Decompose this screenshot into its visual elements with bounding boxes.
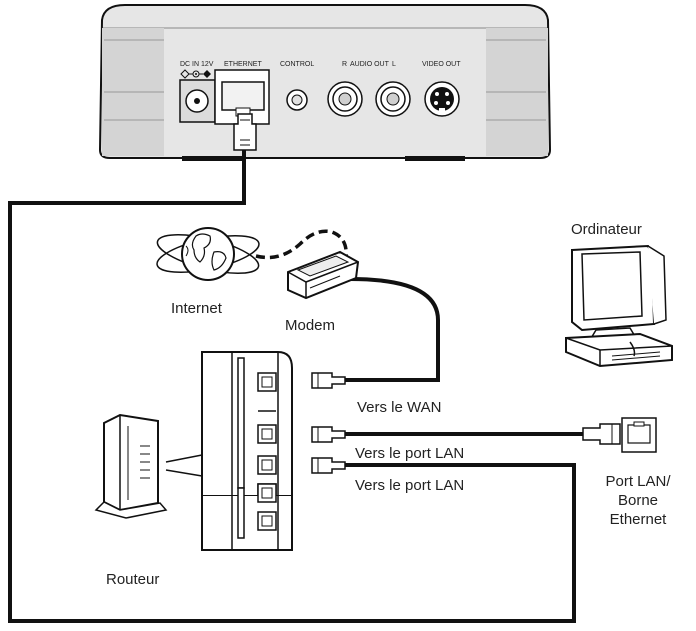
rj45-plug-computer — [582, 423, 621, 445]
router-icon — [94, 413, 168, 519]
dc-in-label: DC IN 12V — [180, 61, 214, 68]
globe-icon — [156, 227, 260, 281]
router-zoom-callout — [165, 454, 203, 477]
modem-label: Modem — [285, 317, 335, 334]
cables — [8, 150, 583, 623]
vers-port-lan-label-1: Vers le port LAN — [355, 445, 464, 462]
internet-label: Internet — [171, 300, 223, 317]
dashed-link-internet-modem — [255, 229, 348, 260]
rj45-plug-lan-1 — [311, 426, 346, 443]
control-port-label: CONTROL — [280, 61, 314, 68]
rj45-plug-lan-2 — [311, 457, 346, 474]
video-out-label: VIDEO OUT — [422, 61, 461, 68]
video-out-jack — [424, 81, 460, 117]
audio-out-label: AUDIO OUT — [350, 61, 390, 68]
port-lan-label-line3: Ethernet — [610, 511, 668, 528]
vers-port-lan-label-2: Vers le port LAN — [355, 477, 464, 494]
ethernet-port-label: ETHERNET — [224, 61, 262, 68]
cable-modem-to-router — [345, 277, 440, 382]
cable-device-to-router — [8, 150, 576, 623]
port-lan-label-line2: Borne — [618, 492, 658, 509]
dc-polarity-icon — [180, 69, 211, 79]
modem-icon — [287, 250, 360, 300]
audio-out-l-jack — [375, 81, 411, 117]
computer-icon — [565, 244, 673, 368]
router-lan-port-2 — [257, 455, 277, 475]
rj45-plug-wan — [311, 372, 346, 389]
audio-out-r-jack — [327, 81, 363, 117]
routeur-label: Routeur — [106, 571, 159, 588]
computer-lan-port — [621, 417, 657, 453]
port-lan-label-line1: Port LAN/ — [605, 473, 671, 490]
router-lan-port-1 — [257, 424, 277, 444]
ethernet-plug-device — [233, 113, 257, 151]
vers-wan-label: Vers le WAN — [357, 399, 441, 416]
dc-in-port — [179, 69, 216, 123]
router-ports-panel — [201, 351, 293, 497]
control-jack — [286, 89, 308, 111]
audio-r-label: R — [342, 61, 347, 68]
device-rear-panel — [98, 4, 552, 161]
ordinateur-label: Ordinateur — [571, 221, 642, 238]
audio-l-label: L — [392, 61, 396, 68]
ethernet-port — [214, 69, 270, 125]
router-wan-port — [257, 372, 277, 392]
